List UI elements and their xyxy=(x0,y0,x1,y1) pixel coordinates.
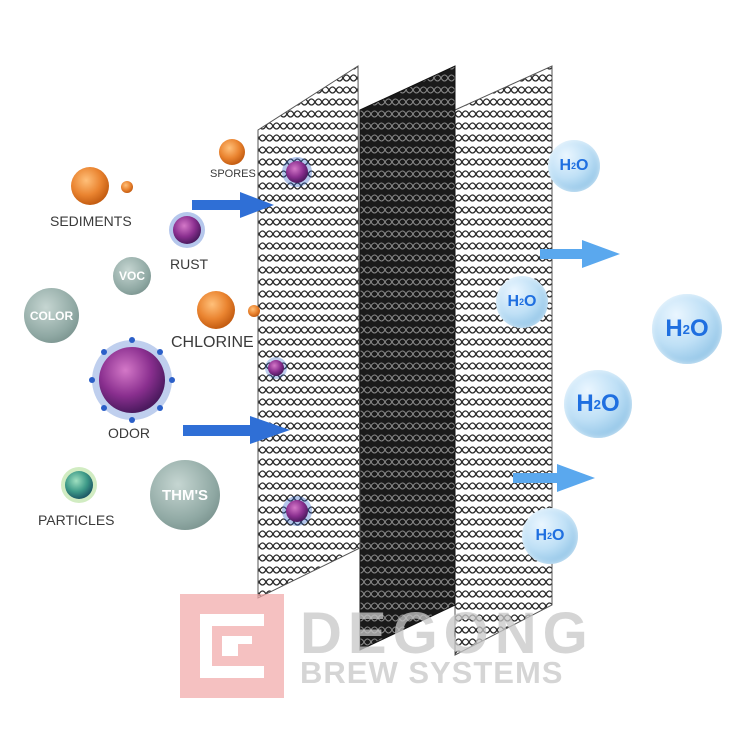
voc-label: VOC xyxy=(118,269,145,283)
sediments-label: SEDIMENTS xyxy=(50,213,132,229)
odor-label: ODOR xyxy=(108,425,150,441)
thms-ball: THM'S xyxy=(150,460,220,530)
filter-layer-front xyxy=(257,65,361,599)
spores-label: SPORES xyxy=(210,168,256,180)
watermark-subtitle: BREW SYSTEMS xyxy=(300,655,564,690)
sediments-particle xyxy=(71,167,133,205)
trapped-particle xyxy=(265,357,287,379)
particles-particle xyxy=(61,467,97,503)
trapped-particle xyxy=(282,157,312,187)
rust-particle xyxy=(169,212,205,248)
color-label: COLOR xyxy=(29,308,74,323)
input-arrow xyxy=(192,192,274,218)
trapped-particle xyxy=(282,496,312,526)
chlorine-particle xyxy=(197,291,260,329)
chlorine-label: CHLORINE xyxy=(171,334,254,351)
particles-label: PARTICLES xyxy=(38,512,115,528)
watermark-brand: DEGONG xyxy=(300,601,594,666)
color-ball: COLOR xyxy=(24,288,79,343)
rust-label: RUST xyxy=(170,256,209,272)
output-arrow xyxy=(513,464,595,492)
thms-label: THM'S xyxy=(161,486,209,504)
odor-particle xyxy=(89,337,175,423)
spores-particle xyxy=(219,139,245,165)
voc-ball: VOC xyxy=(113,257,151,295)
output-arrow xyxy=(540,240,620,268)
logo-watermark xyxy=(180,594,284,698)
input-arrow xyxy=(183,416,290,444)
